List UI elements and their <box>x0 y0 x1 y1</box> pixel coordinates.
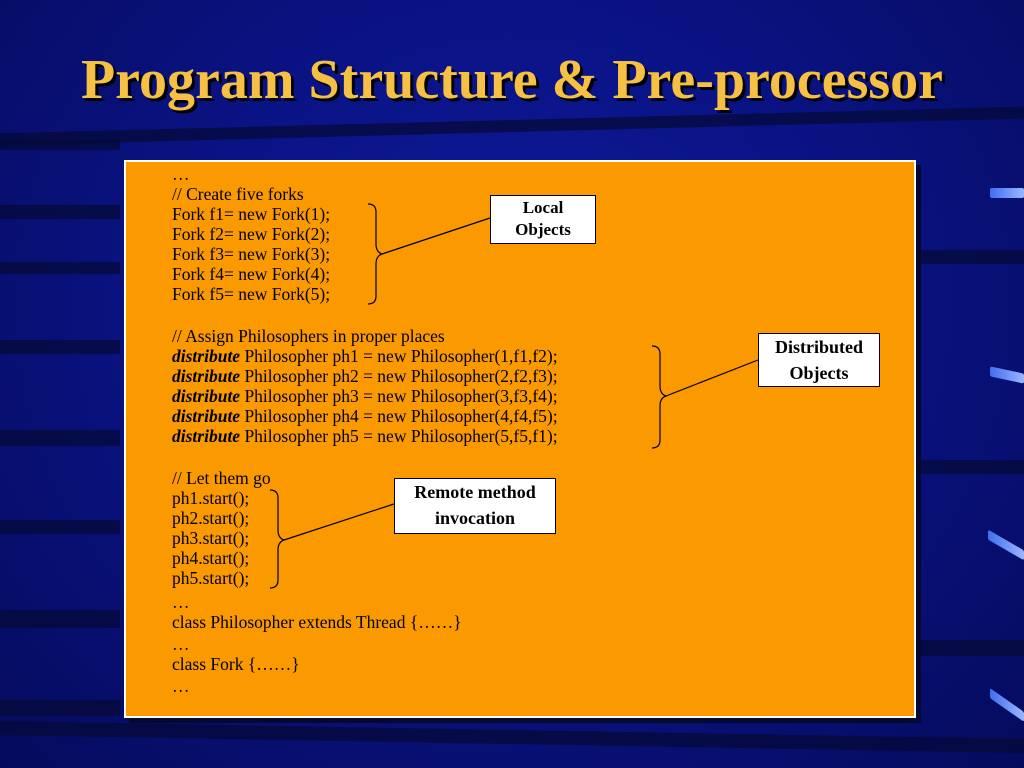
code-line: … <box>172 634 190 654</box>
callout-text: invocation <box>434 508 515 528</box>
code-line: class Philosopher extends Thread {……} <box>172 612 462 632</box>
callout-remote-method: Remote method invocation <box>394 478 556 534</box>
code-line: distribute Philosopher ph3 = new Philoso… <box>172 386 558 406</box>
callout-text: Objects <box>515 220 571 239</box>
code-text: Philosopher ph1 = new Philosopher(1,f1,f… <box>240 346 558 366</box>
code-text: Philosopher ph2 = new Philosopher(2,f2,f… <box>240 366 558 386</box>
distribute-keyword: distribute <box>172 346 241 366</box>
code-line: Fork f1= new Fork(1); <box>172 204 331 224</box>
background-stripe <box>0 520 120 534</box>
code-line: Fork f5= new Fork(5); <box>172 284 331 304</box>
background-stripe <box>0 106 1024 146</box>
code-line: distribute Philosopher ph2 = new Philoso… <box>172 366 558 386</box>
code-line: // Assign Philosophers in proper places <box>172 326 445 346</box>
decorative-dash <box>990 188 1024 198</box>
code-line: Fork f2= new Fork(2); <box>172 224 331 244</box>
code-line: Fork f4= new Fork(4); <box>172 264 331 284</box>
code-line: distribute Philosopher ph4 = new Philoso… <box>172 406 558 426</box>
decorative-dash <box>990 688 1024 722</box>
code-line: distribute Philosopher ph1 = new Philoso… <box>172 346 558 366</box>
distribute-keyword: distribute <box>172 426 241 446</box>
background-stripe <box>0 430 120 446</box>
callout-distributed-objects: Distributed Objects <box>758 333 880 387</box>
code-text: Philosopher ph5 = new Philosopher(5,f5,f… <box>240 426 558 446</box>
background-stripe <box>0 610 120 628</box>
background-stripe <box>0 340 120 354</box>
callout-text: Remote method <box>414 482 536 502</box>
code-line: ph3.start(); <box>172 528 250 548</box>
code-line: class Fork {……} <box>172 654 300 674</box>
code-line: ph2.start(); <box>172 508 250 528</box>
code-line: … <box>172 676 190 696</box>
callout-local-objects: Local Objects <box>490 195 596 244</box>
code-line: // Let them go <box>172 468 271 488</box>
background-stripe <box>920 640 1024 656</box>
code-line: Fork f3= new Fork(3); <box>172 244 331 264</box>
background-stripe <box>920 460 1024 474</box>
background-stripe <box>0 700 120 716</box>
callout-text: Distributed <box>774 337 863 357</box>
code-line: distribute Philosopher ph5 = new Philoso… <box>172 426 558 446</box>
callout-text: Local <box>522 198 564 217</box>
code-line: ph1.start(); <box>172 488 250 508</box>
code-line: // Create five forks <box>172 184 304 204</box>
decorative-dash <box>990 366 1024 384</box>
code-line: … <box>172 592 190 612</box>
code-line: ph5.start(); <box>172 568 250 588</box>
background-stripe <box>0 140 120 150</box>
distribute-keyword: distribute <box>172 366 241 386</box>
code-line: … <box>172 164 190 184</box>
distribute-keyword: distribute <box>172 406 241 426</box>
distribute-keyword: distribute <box>172 386 241 406</box>
background-stripe <box>0 205 120 219</box>
code-text: Philosopher ph3 = new Philosopher(3,f3,f… <box>240 386 558 406</box>
decorative-dash <box>988 529 1024 561</box>
code-text: Philosopher ph4 = new Philosopher(4,f4,f… <box>240 406 558 426</box>
background-stripe <box>0 262 120 274</box>
slide-title: Program Structure & Pre-processor <box>80 49 944 111</box>
background-stripe <box>0 721 1024 753</box>
code-line: ph4.start(); <box>172 548 250 568</box>
background-stripe <box>920 250 1024 264</box>
callout-text: Objects <box>789 363 849 383</box>
code-panel <box>124 160 916 718</box>
